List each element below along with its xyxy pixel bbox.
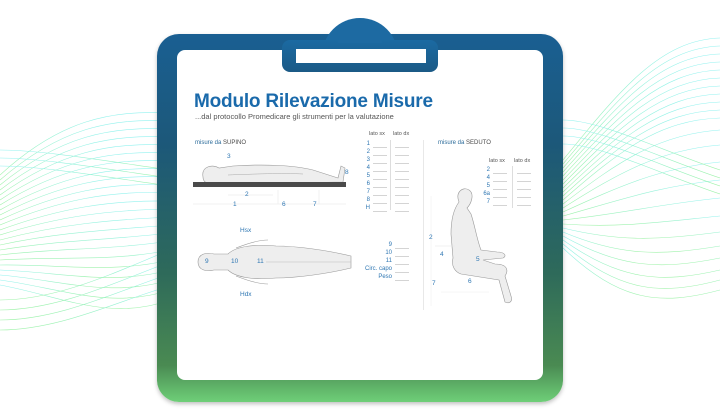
seated-marker-6: 6 (468, 278, 472, 285)
supine-row-label: 5 (366, 173, 370, 179)
top-view-marker-hdx: Hdx (240, 291, 252, 298)
seated-marker-4: 4 (440, 251, 444, 258)
seated-label-suffix: SEDUTO (466, 140, 491, 146)
page-title: Modulo Rilevazione Misure (194, 91, 433, 112)
supine-marker-2: 2 (245, 191, 249, 198)
supine-body-figure (193, 164, 346, 205)
supine-row-label: H (365, 205, 370, 211)
top-view-marker-10: 10 (231, 258, 239, 265)
top-view-field-9[interactable] (395, 248, 409, 249)
seated-marker-7: 7 (432, 280, 436, 287)
supine-field-2-dx[interactable] (395, 155, 409, 156)
seated-table-divider (512, 166, 513, 208)
seated-field-7-dx[interactable] (517, 205, 531, 206)
supine-field-5-sx[interactable] (373, 179, 387, 180)
top-view-row-label: 10 (385, 250, 392, 256)
page-subtitle: ...dal protocollo Promedicare gli strume… (195, 112, 394, 121)
seated-section-label: misure da SEDUTO (438, 140, 491, 146)
supine-marker-8: 8 (345, 169, 349, 176)
seated-field-6a-sx[interactable] (493, 197, 507, 198)
supine-field-1-sx[interactable] (373, 147, 387, 148)
supine-row-label: 2 (366, 149, 370, 155)
supine-field-7-dx[interactable] (395, 195, 409, 196)
supine-marker-7: 7 (313, 201, 317, 208)
seated-field-2-sx[interactable] (493, 173, 507, 174)
supine-table-divider (390, 140, 391, 210)
top-view-marker-11: 11 (257, 258, 264, 265)
supine-field-3-dx[interactable] (395, 163, 409, 164)
supine-field-2-sx[interactable] (373, 155, 387, 156)
clipboard-clip-knob (338, 25, 382, 43)
clipboard-clip-hole (296, 49, 426, 63)
supine-row-label: 8 (366, 197, 370, 203)
supine-field-h-dx[interactable] (395, 211, 409, 212)
top-view-field-11[interactable] (395, 264, 409, 265)
seated-label-prefix: misure da (438, 140, 465, 146)
top-view-field-circ-capo[interactable] (395, 272, 409, 273)
top-view-marker-hsx: Hsx (240, 227, 252, 234)
seated-field-4-dx[interactable] (517, 181, 531, 182)
seated-row-label: 7 (486, 199, 490, 205)
top-view-row-label: 11 (385, 258, 392, 264)
seated-row-label: 4 (486, 175, 490, 181)
seated-row-label: 2 (486, 167, 490, 173)
supine-marker-6: 6 (282, 201, 286, 208)
seated-row-label: 5 (486, 183, 490, 189)
supine-col-left-header: lato sx (369, 131, 385, 137)
supine-field-6-sx[interactable] (373, 187, 387, 188)
supine-row-label: 4 (366, 165, 370, 171)
seated-field-4-sx[interactable] (493, 181, 507, 182)
supine-marker-3: 3 (227, 153, 231, 160)
supine-label-suffix: SUPINO (223, 140, 247, 146)
section-divider (423, 140, 424, 310)
supine-field-5-dx[interactable] (395, 179, 409, 180)
supine-col-right-header: lato dx (393, 131, 410, 137)
supine-field-7-sx[interactable] (373, 195, 387, 196)
supine-field-h-sx[interactable] (373, 211, 387, 212)
seated-field-2-dx[interactable] (517, 173, 531, 174)
seated-col-right-header: lato dx (514, 158, 531, 164)
supine-marker-1: 1 (233, 201, 237, 208)
supine-row-label: 3 (366, 157, 370, 163)
seated-field-6a-dx[interactable] (517, 197, 531, 198)
supine-section-label: misure da SUPINO (195, 140, 246, 146)
supine-field-6-dx[interactable] (395, 187, 409, 188)
seated-field-5-sx[interactable] (493, 189, 507, 190)
seated-marker-5: 5 (476, 256, 480, 263)
top-view-row-label: 9 (388, 242, 392, 248)
seated-field-7-sx[interactable] (493, 205, 507, 206)
supine-field-8-dx[interactable] (395, 203, 409, 204)
top-view-marker-9: 9 (205, 258, 209, 265)
seated-body-figure (430, 188, 512, 306)
supine-field-4-dx[interactable] (395, 171, 409, 172)
top-view-row-label: Circ. capo (364, 266, 392, 272)
supine-field-3-sx[interactable] (373, 163, 387, 164)
supine-label-prefix: misure da (195, 140, 222, 146)
clipboard-paper (177, 50, 543, 380)
supine-field-4-sx[interactable] (373, 171, 387, 172)
supine-field-1-dx[interactable] (395, 147, 409, 148)
supine-row-label: 7 (366, 189, 370, 195)
supine-row-label: 6 (366, 181, 370, 187)
top-view-field-peso[interactable] (395, 280, 409, 281)
supine-field-8-sx[interactable] (373, 203, 387, 204)
top-view-row-label: Peso (378, 274, 392, 280)
seated-row-label: 6a (483, 191, 490, 197)
seated-marker-2: 2 (429, 234, 433, 241)
top-view-body-figure (197, 239, 352, 285)
seated-field-5-dx[interactable] (517, 189, 531, 190)
supine-row-label: 1 (366, 141, 370, 147)
seated-col-left-header: lato sx (489, 158, 505, 164)
top-view-field-10[interactable] (395, 256, 409, 257)
